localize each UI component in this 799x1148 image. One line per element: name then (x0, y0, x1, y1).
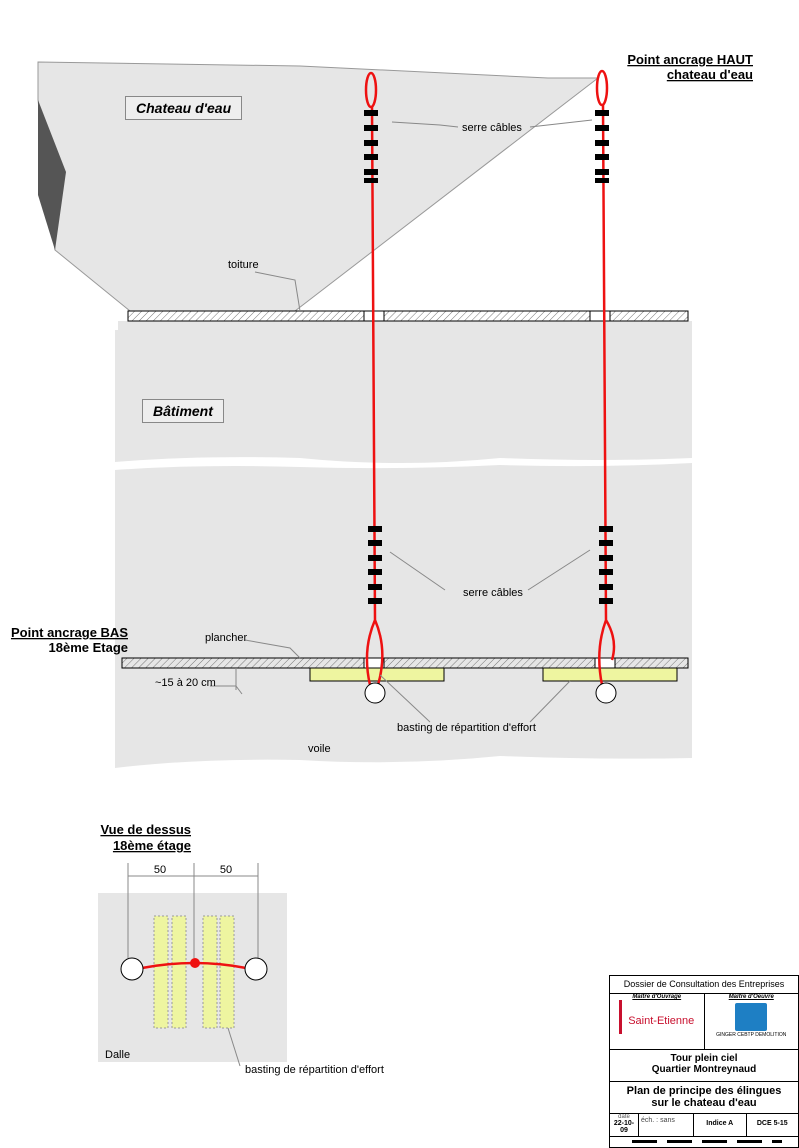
roof-slab (127, 310, 689, 322)
basting-label: basting de répartition d'effort (397, 722, 536, 734)
ginger-logo (735, 1003, 768, 1031)
basting-top-view-label: basting de répartition d'effort (245, 1064, 384, 1076)
plancher-label: plancher (205, 632, 248, 644)
basting-right (542, 667, 678, 682)
contractor-logo-text: GINGER CEBTP DEMOLITION (716, 1032, 787, 1038)
voile-label: voile (308, 743, 331, 755)
top-view-title: Vue de dessus (100, 822, 191, 837)
anchor-top-subtitle: chateau d'eau (667, 67, 753, 82)
basting-left (309, 667, 445, 682)
project-title: Tour plein ciel (670, 1053, 738, 1064)
dalle-label: Dalle (105, 1049, 130, 1061)
date-value: 22-10-09 (613, 1120, 635, 1134)
serre-cables-bottom-label: serre câbles (463, 587, 523, 599)
toiture-label: toiture (228, 259, 259, 271)
drawing-title: Plan de principe des élingues (626, 1085, 782, 1097)
reference-value: DCE 5-15 (756, 1120, 788, 1127)
index-value: Indice A (694, 1114, 747, 1136)
dimension-right: 50 (220, 864, 232, 876)
anchor-top-title: Point ancrage HAUT (627, 52, 753, 67)
title-block-header: Dossier de Consultation des Entreprises (610, 976, 798, 994)
contractor-cell: Maître d'Oeuvre GINGER CEBTP DEMOLITION (705, 994, 799, 1049)
anchor-ring-top-view-right (244, 957, 268, 981)
building-lower (115, 463, 692, 768)
saint-etienne-logo: Saint-Etienne (628, 1015, 695, 1027)
contractor-label: Maître d'Oeuvre (728, 994, 774, 1000)
anchor-ring-left (364, 682, 386, 704)
bastings-top-view (153, 915, 235, 1029)
cable-left (364, 71, 384, 686)
owner-label: Maître d'Ouvrage (632, 994, 682, 1000)
cable-clamps (364, 110, 613, 604)
water-tower-shadow (38, 100, 66, 250)
drawing-subtitle: sur le chateau d'eau (651, 1097, 757, 1109)
thickness-label: ~15 à 20 cm (155, 677, 216, 689)
project-subtitle: Quartier Montreynaud (651, 1064, 757, 1075)
anchor-bottom-subtitle: 18ème Etage (49, 640, 129, 655)
anchor-bottom-title: Point ancrage BAS (11, 625, 128, 640)
anchor-ring-top-view-left (120, 957, 144, 981)
date-label: date (618, 1114, 630, 1120)
scale-value: éch. : sans (639, 1114, 694, 1136)
water-tower-shape (37, 61, 600, 312)
scale-bar (632, 1140, 782, 1143)
building-upper (115, 321, 692, 463)
anchor-ring-right (595, 682, 617, 704)
serre-cables-top-label: serre câbles (462, 122, 522, 134)
batiment-label: Bâtiment (142, 399, 224, 423)
dimension-left: 50 (154, 864, 166, 876)
title-block: Dossier de Consultation des Entreprises … (609, 975, 799, 1148)
owner-cell: Maître d'Ouvrage Saint-Etienne (610, 994, 705, 1049)
chateau-label: Chateau d'eau (125, 96, 243, 120)
cable-right (595, 69, 616, 686)
top-view-subtitle: 18ème étage (113, 838, 191, 853)
